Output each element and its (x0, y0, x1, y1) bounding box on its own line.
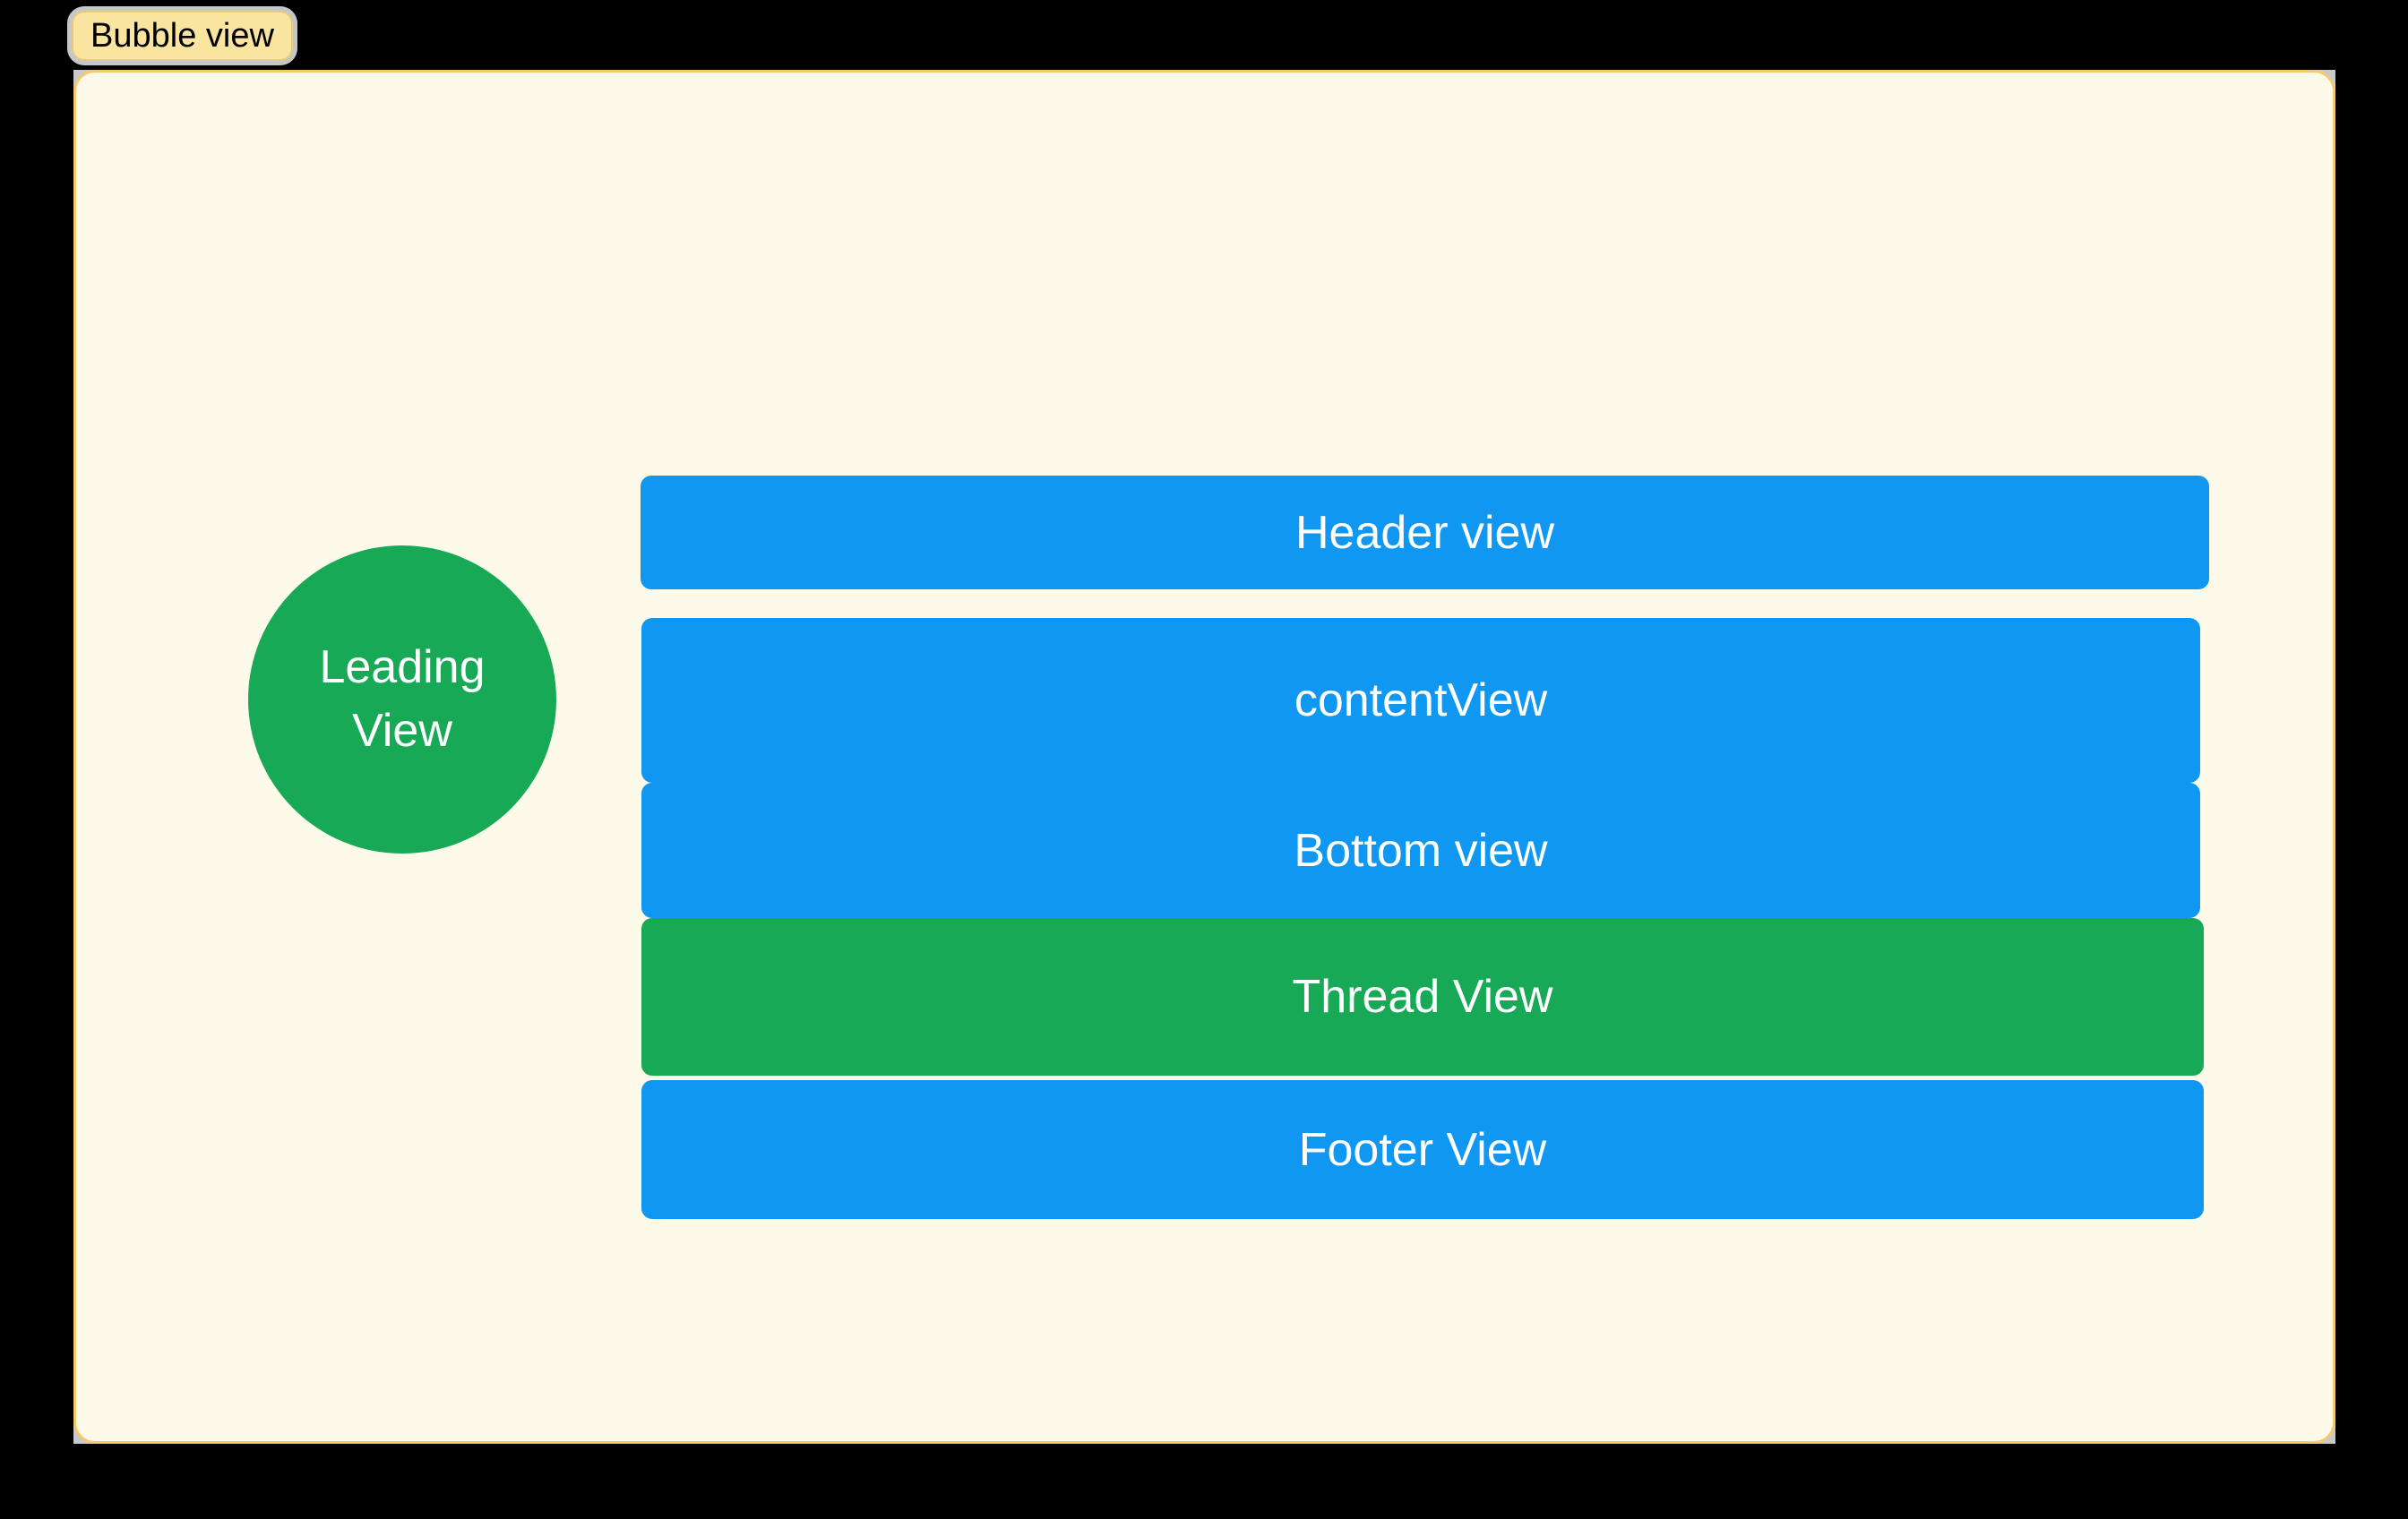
bottom-view-label: Bottom view (1294, 824, 1548, 877)
header-view-label: Header view (1294, 506, 1555, 559)
leading-view[interactable]: Leading View (248, 545, 556, 854)
leading-view-label-line1: Leading (319, 641, 486, 693)
preview-panel-frame: Leading View Header view contentView Bot… (73, 70, 2335, 1444)
bubble-view-chip[interactable]: Bubble view (72, 11, 293, 61)
thread-view[interactable]: Thread View (641, 918, 2204, 1076)
footer-view[interactable]: Footer View (641, 1080, 2204, 1219)
header-view[interactable]: Header view (641, 476, 2209, 589)
thread-view-label: Thread View (1292, 971, 1553, 1023)
preview-panel: Leading View Header view contentView Bot… (73, 70, 2335, 1444)
bubble-view-chip-outline: Bubble view (67, 6, 297, 65)
leading-view-label-line2: View (352, 705, 452, 757)
bubble-view-chip-label: Bubble view (90, 16, 274, 55)
footer-view-label: Footer View (1298, 1123, 1547, 1176)
bottom-view[interactable]: Bottom view (641, 783, 2200, 918)
content-view-label: contentView (1294, 674, 1548, 726)
content-view[interactable]: contentView (641, 618, 2200, 783)
